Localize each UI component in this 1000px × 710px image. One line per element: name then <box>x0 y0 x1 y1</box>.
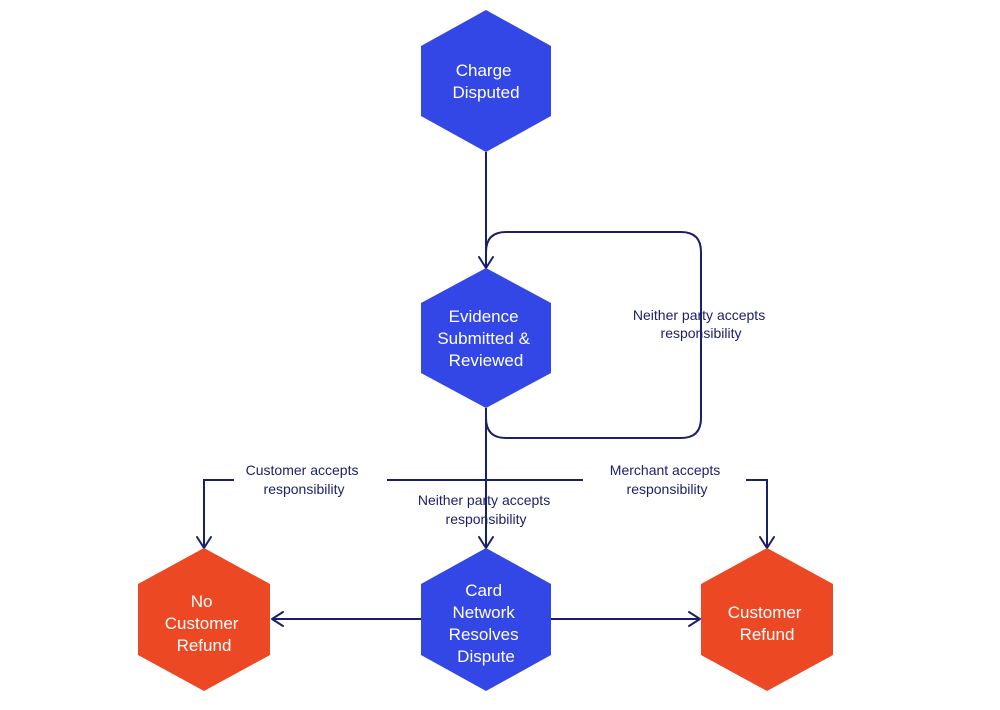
svg-text:Customer Refund: Customer Refund <box>728 603 806 644</box>
hexagon-shape <box>701 548 833 691</box>
edge-label-merchant-accepts: Merchant accepts responsibility <box>610 462 724 497</box>
svg-text:Charge Disputed: Charge Disputed <box>452 61 519 102</box>
edge-label-line: Customer accepts <box>246 462 359 478</box>
svg-text:Card Network Resol: Card Network Resolves Dispute <box>449 581 524 666</box>
arrowhead-card-to-customer-refund <box>688 611 701 627</box>
edge-label-line: responsibility <box>264 481 345 497</box>
edge-to-customer-refund <box>746 479 768 548</box>
node-label-line: Resolves <box>449 625 519 644</box>
node-label-line: Refund <box>740 625 795 644</box>
svg-text:Evidence Submitted &: Evidence Submitted & Reviewed <box>437 307 534 370</box>
node-no-customer-refund: No Customer Refund <box>138 548 270 691</box>
node-label-line: Card <box>465 581 502 600</box>
node-card-network: Card Network Resolves Dispute <box>421 548 551 691</box>
edge-loop-evidence <box>485 231 702 439</box>
edge-label-loop: Neither party accepts responsibility <box>633 307 769 341</box>
edge-label-line: Neither party accepts <box>418 492 550 508</box>
edge-to-no-refund <box>203 479 234 548</box>
edge-label-line: responsibility <box>661 325 742 341</box>
hexagon-shape <box>421 548 551 691</box>
edge-label-line: responsibility <box>446 511 527 527</box>
edge-label-line: Neither party accepts <box>633 307 765 323</box>
hexagon-shape <box>138 548 270 691</box>
node-label-line: Disputed <box>452 83 519 102</box>
edge-label-line: Merchant accepts <box>610 462 721 478</box>
edges <box>196 152 775 627</box>
node-label-line: Refund <box>177 636 232 655</box>
node-label-line: Reviewed <box>449 351 524 370</box>
node-customer-refund: Customer Refund <box>701 548 833 691</box>
edge-label-line: responsibility <box>627 481 708 497</box>
node-label-line: No <box>191 592 213 611</box>
node-label-line: Customer <box>728 603 802 622</box>
node-label-line: Network <box>452 603 515 622</box>
edge-label-customer-accepts: Customer accepts responsibility <box>246 462 363 497</box>
node-charge-disputed: Charge Disputed <box>421 10 551 152</box>
node-evidence-reviewed: Evidence Submitted & Reviewed <box>421 268 551 408</box>
arrowhead-card-to-no-refund <box>271 611 284 627</box>
hexagon-shape <box>421 268 551 408</box>
node-label-line: Dispute <box>457 647 515 666</box>
node-label-line: Evidence <box>449 307 519 326</box>
svg-text:No Customer Refund: No Customer Refund <box>165 592 243 655</box>
node-label-line: Submitted & <box>437 329 530 348</box>
node-label-line: Customer <box>165 614 239 633</box>
edge-label-neither-accepts: Neither party accepts responsibility <box>418 492 554 527</box>
node-label-line: Charge <box>456 61 512 80</box>
hexagon-shape <box>421 10 551 152</box>
